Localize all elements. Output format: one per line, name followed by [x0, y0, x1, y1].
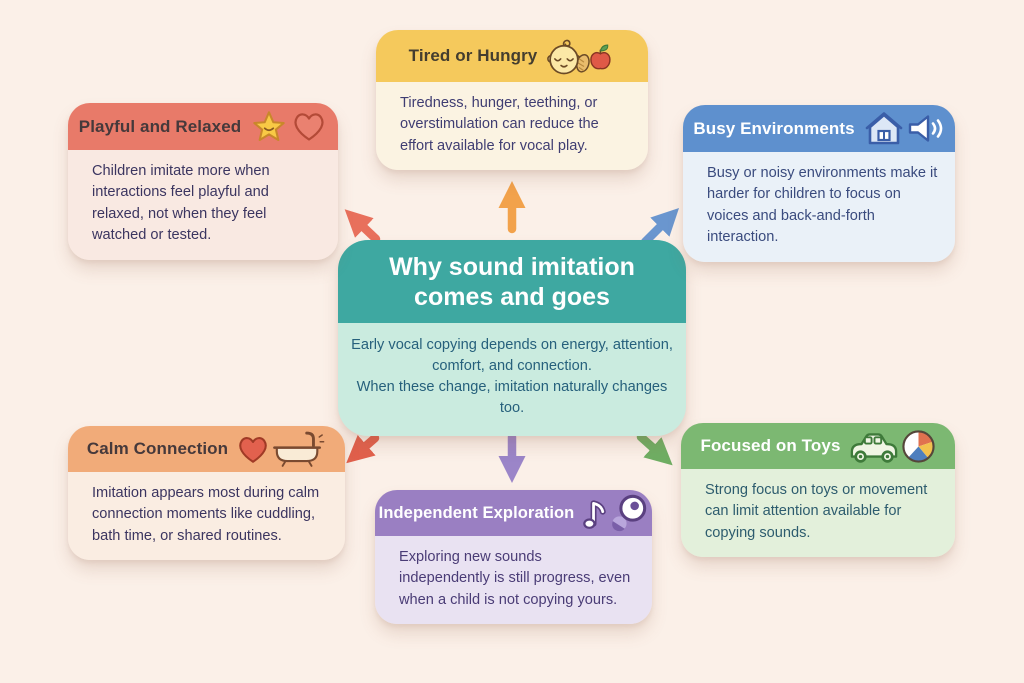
card-header: Calm Connection	[68, 426, 345, 472]
card-body: Strong focus on toys or movement can lim…	[681, 469, 955, 558]
card-body: Tiredness, hunger, teething, or overstim…	[376, 82, 648, 171]
bathtub-icon	[273, 431, 325, 467]
card-header: Tired or Hungry	[376, 30, 648, 82]
playful-icons	[249, 108, 327, 146]
card-calm-connection: Calm Connection Imitation appears most d…	[68, 426, 345, 561]
house-icon	[865, 111, 902, 144]
arrow-to-top-left	[344, 209, 381, 244]
card-text: Imitation appears most during calm conne…	[92, 485, 320, 544]
speaker-icon	[908, 115, 942, 142]
card-focused-on-toys: Focused on Toys	[681, 423, 955, 558]
sleeping-baby-icon	[547, 39, 611, 75]
heart-icon	[239, 436, 267, 463]
arrow-to-top-right	[640, 207, 680, 247]
toy-car-icon	[850, 433, 897, 463]
card-header: Independent Exploration	[375, 490, 652, 536]
card-busy-environments: Busy Environments Busy or noisy environm…	[683, 105, 955, 262]
card-header: Playful and Relaxed	[68, 103, 338, 150]
center-card-body: Early vocal copying depends on energy, a…	[338, 323, 686, 436]
card-why-sound-imitation: Why sound imitation comes and goes Early…	[338, 240, 686, 436]
card-playful-and-relaxed: Playful and Relaxed Children imitate mor…	[68, 103, 338, 260]
card-title: Calm Connection	[86, 439, 229, 458]
focused-icons	[849, 428, 936, 464]
card-text: Children imitate more when interactions …	[92, 163, 270, 244]
card-body: Children imitate more when interactions …	[68, 150, 338, 260]
card-title: Independent Exploration	[378, 503, 575, 522]
beach-ball-icon	[901, 429, 935, 463]
card-text: Busy or noisy environments make it harde…	[707, 165, 938, 246]
heart-icon	[294, 113, 324, 141]
rattle-disc-icon	[612, 494, 647, 532]
card-tired-or-hungry: Tired or Hungry	[376, 30, 648, 171]
card-title: Tired or Hungry	[408, 46, 538, 65]
card-header: Busy Environments	[683, 105, 955, 152]
calm-icons	[236, 429, 326, 470]
center-card-text-2: When these change, imitation naturally c…	[356, 379, 668, 417]
star-icon	[253, 110, 285, 141]
card-body: Exploring new sounds independently is st…	[375, 536, 652, 625]
card-body: Busy or noisy environments make it harde…	[683, 152, 955, 262]
card-text: Tiredness, hunger, teething, or overstim…	[400, 95, 599, 154]
independent-icons	[582, 493, 648, 533]
apple-icon	[590, 44, 611, 70]
busy-icons	[863, 109, 945, 149]
arrow-to-bottom-right	[636, 432, 673, 466]
center-card-title-line2: comes and goes	[414, 282, 610, 311]
card-title: Busy Environments	[693, 118, 855, 138]
music-note-icon	[583, 499, 607, 529]
center-card-title-line1: Why sound imitation	[389, 253, 635, 281]
tired-icons	[545, 35, 615, 77]
arrow-to-bottom-left	[346, 433, 380, 464]
center-card-header: Why sound imitation comes and goes	[338, 240, 686, 323]
card-header: Focused on Toys	[681, 423, 955, 469]
card-text: Exploring new sounds independently is st…	[399, 549, 631, 608]
card-body: Imitation appears most during calm conne…	[68, 472, 345, 561]
card-text: Strong focus on toys or movement can lim…	[705, 482, 928, 541]
card-title: Playful and Relaxed	[78, 116, 242, 136]
center-card-text-1: Early vocal copying depends on energy, a…	[351, 337, 673, 375]
card-title: Focused on Toys	[700, 436, 841, 455]
card-independent-exploration: Independent Exploration Exploring new so…	[375, 490, 652, 625]
